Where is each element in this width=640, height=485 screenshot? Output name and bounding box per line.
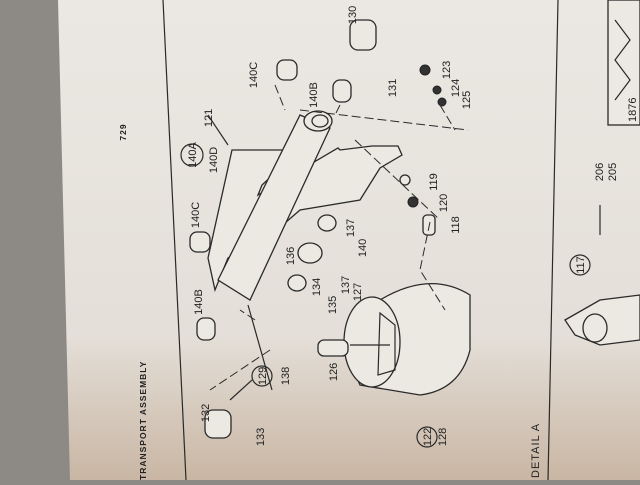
callout-129-circle [251,365,273,387]
next-figure-label: 1876 [627,98,639,122]
callout-122-circle [416,426,438,448]
callout-140d: 140D [208,147,220,173]
assembly-lines [209,84,469,391]
callout-131: 131 [387,79,399,97]
callout-128: 128 [437,428,449,446]
bracket-plate [207,110,403,301]
section-title: TRANSPORT ASSEMBLY [138,361,148,480]
callout-140c: 140C [248,62,260,88]
callout-138: 138 [280,367,292,385]
callout-125: 125 [461,91,473,109]
callout-140c-left: 140C [190,202,202,228]
callout-126: 126 [328,363,340,381]
callouts: 130 140C 140B 131 123 124 125 121 140A 1… [180,6,619,448]
callout-137-upper: 137 [345,219,357,237]
callout-119: 119 [428,173,440,191]
callout-137-lower: 137 [340,276,352,294]
next-figure-box [607,0,640,126]
callout-122: 122 [422,428,434,446]
page-number: 729 [118,123,128,140]
frame-left-line [162,0,187,481]
callout-140a: 140A [187,141,199,167]
callout-135: 135 [327,296,339,314]
callout-140b-left: 140B [193,289,205,315]
callout-129: 129 [257,367,269,385]
callout-206: 206 [594,163,606,181]
paper-page [58,0,640,480]
detail-caption: DETAIL A [530,423,542,478]
callout-117-circle [569,254,591,276]
callout-118: 118 [450,216,462,234]
detail-figure: 1876 [564,0,640,346]
motor [343,282,471,396]
callout-120: 120 [438,194,450,212]
callout-140b: 140B [308,82,320,108]
callout-127: 127 [352,283,364,301]
callout-130: 130 [347,6,359,24]
frame-right-line [547,0,559,481]
callout-133: 133 [255,428,267,446]
callout-205: 205 [607,163,619,181]
callout-121: 121 [203,109,215,127]
callout-136: 136 [285,247,297,265]
callout-134: 134 [311,278,323,296]
bushings [189,19,447,439]
callout-132: 132 [200,404,212,422]
callout-140: 140 [357,239,369,257]
callout-123: 123 [441,61,453,79]
callout-124: 124 [450,79,462,97]
callout-140a-circle [180,143,204,167]
callout-117: 117 [575,256,587,274]
